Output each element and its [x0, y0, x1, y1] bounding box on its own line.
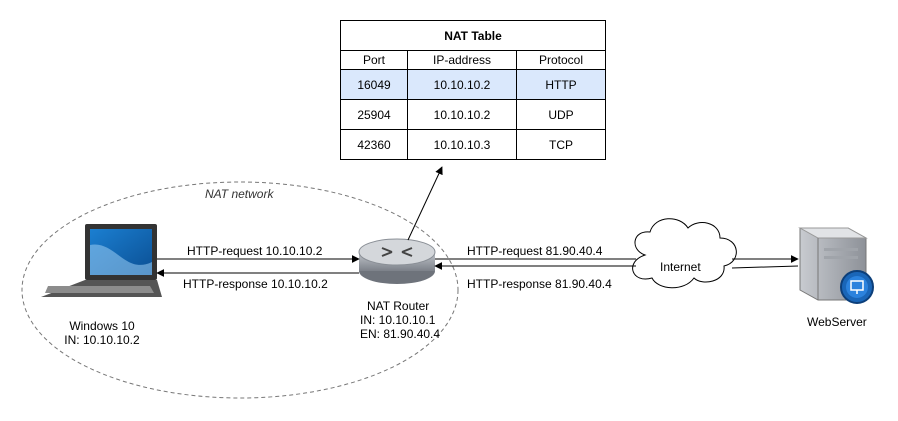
cloud-icon [632, 218, 737, 289]
router-ext-ip: EN: 81.90.40.4 [360, 327, 441, 341]
router-in-ip: IN: 10.10.10.1 [360, 313, 436, 327]
router-to-table-arrow [407, 166, 443, 241]
nat-table: NAT Table Port IP-address Protocol 16049… [340, 20, 606, 160]
table-row: 16049 10.10.10.2 HTTP [340, 69, 606, 100]
cell-ip: 10.10.10.2 [407, 99, 517, 130]
laptop-icon [41, 224, 162, 297]
cell-ip: 10.10.10.2 [407, 69, 517, 100]
table-row: 25904 10.10.10.2 UDP [340, 99, 606, 130]
header-protocol: Protocol [516, 50, 606, 70]
nat-network-boundary [21, 181, 459, 399]
server-name: WebServer [807, 315, 867, 329]
header-ip-address: IP-address [407, 50, 517, 70]
cell-port: 42360 [340, 129, 408, 160]
internet-label: Internet [660, 260, 701, 274]
cell-ip: 10.10.10.3 [407, 129, 517, 160]
router-name: NAT Router [367, 299, 430, 313]
cell-protocol: HTTP [516, 69, 606, 100]
nat-network-label: NAT network [205, 187, 274, 201]
laptop-name: Windows 10 [69, 319, 135, 333]
lan-response-label: HTTP-response 10.10.10.2 [183, 277, 328, 291]
cell-protocol: UDP [516, 99, 606, 130]
nat-table-title: NAT Table [340, 20, 606, 51]
wan-response-label: HTTP-response 81.90.40.4 [467, 277, 612, 291]
cell-port: 25904 [340, 99, 408, 130]
router-icon [358, 238, 436, 284]
wan-request-label: HTTP-request 81.90.40.4 [467, 244, 603, 258]
header-port: Port [340, 50, 408, 70]
cell-port: 16049 [340, 69, 408, 100]
laptop-ip: IN: 10.10.10.2 [64, 333, 140, 347]
server-response-line [731, 265, 799, 269]
server-icon [798, 227, 874, 304]
table-row: 42360 10.10.10.3 TCP [340, 129, 606, 160]
lan-request-label: HTTP-request 10.10.10.2 [187, 244, 323, 258]
cell-protocol: TCP [516, 129, 606, 160]
